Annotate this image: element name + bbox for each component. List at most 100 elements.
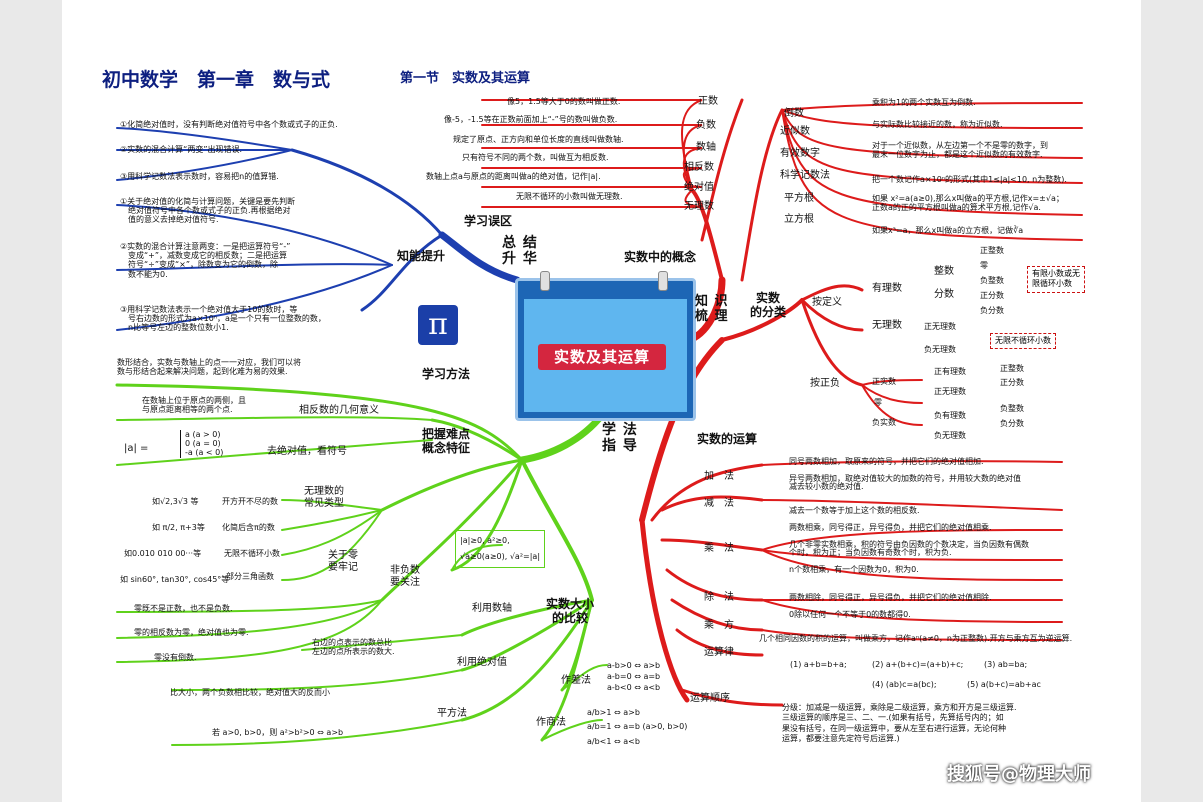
use-axis-node: 利用数轴 <box>472 603 512 614</box>
concept-text: 数轴上点a与原点的距离叫做a的绝对值，记作|a|. <box>426 172 601 181</box>
op-name: 运算律 <box>704 647 734 658</box>
concept-text: 把一个数记作a×10ⁿ的形式(其中1≤|a|<10, n为整数). <box>872 175 1067 184</box>
square-node: 平方法 <box>437 708 467 719</box>
int-item: 负整数 <box>980 276 1004 285</box>
neg-rat-item: 负整数 <box>1000 404 1024 413</box>
concept-text: 对于一个近似数，从左边第一个不是零的数字，到 最末一位数字为止，都是这个近似数的… <box>872 141 1048 160</box>
pos-rat-item: 正分数 <box>1000 378 1024 387</box>
concept-name: 倒数 <box>784 108 804 119</box>
irr-example: 如 sin60°, tan30°, cos45°等 <box>120 575 230 584</box>
nonneg-formula: √a≥0(a≥0), √a²=|a| <box>460 552 541 561</box>
tip-item: ②实数的混合计算注意两变：一是把运算符号“-” 变成“+”，减数变成它的相反数；… <box>120 242 291 279</box>
opposite-geometry-node: 相反数的几何意义 <box>299 405 379 416</box>
op-text: 同号两数相加，取原来的符号，并把它们的绝对值相加. 异号两数相加，取绝对值较大的… <box>789 457 1021 492</box>
concept-name: 平方根 <box>784 193 814 204</box>
concept-text: 无限不循环的小数叫做无理数. <box>516 192 623 201</box>
operations-node: 实数的运算 <box>697 432 758 446</box>
concept-text: 只有符号不同的两个数，叫做互为相反数. <box>462 153 609 162</box>
abs-case: a (a > 0) <box>185 430 221 439</box>
irr-example: 如√2,3√3 等 <box>152 497 199 506</box>
mistake-item: ③用科学记数法表示数时，容易把n的值算错. <box>120 172 279 181</box>
neg-real-node: 负实数 <box>872 418 896 427</box>
study-method-text: 数形结合，实数与数轴上的点一一对应，我们可以将 数与形结合起来解决问题，起到化难… <box>117 358 301 377</box>
fraction-node: 分数 <box>934 289 954 300</box>
mistakes-node: 学习误区 <box>464 214 513 228</box>
op-name: 乘 方 <box>704 620 734 631</box>
irrational-node: 无理数 <box>872 320 902 331</box>
concept-text: 乘积为1的两个实数互为倒数. <box>872 98 976 107</box>
zero-real-node: 零 <box>874 398 882 407</box>
diff-text: a-b>0 ⇔ a>b a-b=0 ⇔ a=b a-b<0 ⇔ a<b <box>607 660 660 694</box>
diff-node: 作差法 <box>561 675 591 686</box>
center-panel: 实数及其运算 <box>524 299 687 412</box>
section-title: 第一节 实数及其运算 <box>400 71 531 86</box>
neg-rat-item: 负分数 <box>1000 419 1024 428</box>
concept-text: 如果 x²=a(a≥0),那么x叫做a的平方根,记作x=±√a； 正数a的正的平… <box>872 194 1064 213</box>
use-abs-text: 比大小，两个负数相比较，绝对值大的反而小 <box>170 688 330 697</box>
op-text: 两数相乘，同号得正，异号得负，并把它们的绝对值相乘. 几个非零实数相乘，积的符号… <box>789 523 1029 574</box>
irr-example: 如0.010 010 00···等 <box>124 549 202 558</box>
concept-text: 与实际数比较接近的数，称为近似数. <box>872 120 1003 129</box>
pos-rat-item: 正整数 <box>1000 364 1024 373</box>
law-item: (5) a(b+c)=ab+ac <box>967 680 1041 689</box>
concept-name: 绝对值 <box>684 182 714 193</box>
pi-icon: π <box>418 305 458 345</box>
concept-name: 立方根 <box>784 214 814 225</box>
zero-node: 关于零 要牢记 <box>328 550 358 573</box>
int-item: 零 <box>980 261 988 270</box>
rational-node: 有理数 <box>872 283 902 294</box>
law-item: (4) (ab)c=a(bc); <box>872 680 937 689</box>
rational-note-box: 有限小数或无 限循环小数 <box>1027 266 1085 293</box>
concept-text: 像-5，-1.5等在正数前面加上“-”号的数叫做负数. <box>444 115 618 124</box>
op-text: 分级：加减是一级运算，乘除是二级运算，乘方和开方是三级运算. 三级运算的顺序是三… <box>782 703 1017 744</box>
nonneg-node: 非负数 要关注 <box>390 565 420 588</box>
op-name: 加 法 <box>704 471 734 482</box>
center-node: 实数及其运算 <box>515 271 696 421</box>
quot-rule: a/b<1 ⇔ a<b <box>587 736 640 746</box>
frac-item: 正分数 <box>980 291 1004 300</box>
tip-item: ③用科学记数法表示一个绝对值大于10的数时，等 号右边数的形式为a×10ⁿ，a是… <box>120 305 326 333</box>
concept-name: 近似数 <box>780 126 810 137</box>
concept-name: 相反数 <box>684 162 714 173</box>
mistake-item: ②实数的混合计算“两变”出现错误. <box>120 145 243 154</box>
concept-name: 正数 <box>698 96 718 107</box>
op-name: 乘 法 <box>704 543 734 554</box>
use-axis-text: 右边的点表示的数总比 左边的点所表示的数大. <box>312 638 395 657</box>
use-abs-node: 利用绝对值 <box>457 657 507 668</box>
by-definition-node: 按定义 <box>812 297 842 308</box>
mistake-item: ①化简绝对值时，没有判断绝对值符号中各个数或式子的正负. <box>120 120 338 129</box>
neg-rational: 负有理数 <box>934 411 966 420</box>
irr-item: 正无理数 <box>924 322 956 331</box>
irr-desc: 无限不循环小数 <box>224 549 280 558</box>
by-sign-node: 按正负 <box>810 378 840 389</box>
irr-desc: 化简后含π的数 <box>222 523 275 532</box>
abs-prefix: |a| = <box>124 443 149 454</box>
op-name: 除 法 <box>704 592 734 603</box>
nonneg-text: |a|≥0, a²≥0, √a≥0(a≥0), √a²=|a| <box>455 530 546 568</box>
op-name: 减 法 <box>704 498 734 509</box>
op-text: 两数相除，同号得正，异号得负，并把它们的绝对值相除. 0除以任何一个不等于0的数… <box>789 593 992 619</box>
center-label: 实数及其运算 <box>538 344 666 370</box>
compare-node: 实数大小 的比较 <box>546 597 595 625</box>
knowledge-node: 知 识 梳 理 <box>695 294 729 324</box>
mind-map-sheet: 初中数学 第一章 数与式 第一节 实数及其运算 实数及其运算 π 总 结 升 华… <box>62 0 1141 802</box>
zero-item: 零既不是正数，也不是负数. <box>134 604 233 613</box>
abs-value-node: 去绝对值，看符号 <box>267 446 347 457</box>
opposite-geometry-text: 在数轴上位于原点的两侧，且 与原点距离相等的两个点. <box>142 396 246 415</box>
square-text: 若 a>0, b>0，则 a²>b²>0 ⇔ a>b <box>212 728 344 737</box>
nonneg-formula: |a|≥0, a²≥0, <box>460 536 510 545</box>
op-text: 减去一个数等于加上这个数的相反数. <box>789 506 920 515</box>
watermark: 搜狐号@物理大师 <box>947 764 1091 785</box>
abs-case: 0 (a = 0) <box>185 439 221 449</box>
quot-rule: a/b=1 ⇔ a=b (a>0, b>0) <box>587 722 688 732</box>
summary-node: 总 结 升 华 <box>502 235 538 268</box>
abs-case: -a (a < 0) <box>185 448 224 458</box>
irr-desc: 部分三角函数 <box>226 572 274 581</box>
tips-node: 知能提升 <box>397 249 446 263</box>
ring-icon <box>540 271 550 291</box>
concept-text: 如果x³=a，那么x叫做a的立方根，记做∛a <box>872 226 1024 235</box>
concept-name: 负数 <box>696 120 716 131</box>
concept-text: 像5，1.5等大于0的数叫做正数. <box>507 97 621 106</box>
concept-name: 科学记数法 <box>780 170 830 181</box>
concepts-node: 实数中的概念 <box>624 250 697 264</box>
